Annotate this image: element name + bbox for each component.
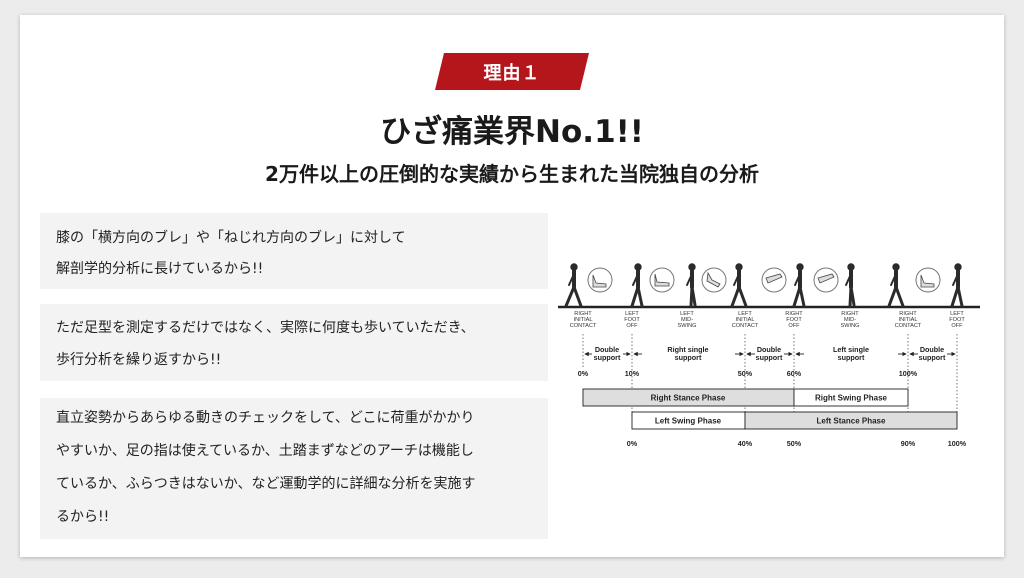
percent-label: 50% [738, 369, 753, 378]
event-label-line: LEFT [738, 311, 752, 317]
event-label-line: RIGHT [574, 311, 592, 317]
event-label-line: CONTACT [570, 323, 597, 329]
reason-box-2: ただ足型を測定するだけではなく、実際に何度も歩いていただき、 歩行分析を繰り返す… [40, 304, 548, 381]
event-label-line: CONTACT [895, 323, 922, 329]
support-label: Double [757, 345, 781, 354]
reason-line: 直立姿勢からあらゆる動きのチェックをして、どこに荷重がかかり [56, 410, 475, 426]
right-swing-bar [793, 388, 909, 407]
percent-label: 10% [625, 369, 640, 378]
foot-detail-icon [761, 267, 787, 293]
walker-figure-icon [730, 263, 748, 308]
right-stance-label: Right Stance Phase [651, 394, 726, 403]
support-label: support [756, 353, 783, 362]
support-label: support [838, 353, 865, 362]
page-title: ひざ痛業界No.1!! [380, 114, 644, 150]
percent-label: 100% [899, 369, 918, 378]
event-label-line: MID- [844, 317, 856, 323]
left-swing-label: Left Swing Phase [655, 417, 722, 426]
reason-line: ただ足型を測定するだけではなく、実際に何度も歩いていただき、 [56, 320, 475, 336]
event-label-line: FOOT [949, 317, 965, 323]
event-label-line: LEFT [625, 311, 639, 317]
reason-line: るから!! [56, 509, 110, 525]
percent-label: 0% [578, 369, 589, 378]
reason-line: 解剖学的分析に長けているから!! [56, 261, 264, 277]
gait-cycle-diagram: RIGHT INITIAL CONTACT LEFT FOOT OFF LEFT… [558, 263, 980, 448]
event-label-line: INITIAL [736, 317, 755, 323]
event-label-line: OFF [951, 323, 963, 329]
foot-detail-icon [813, 267, 839, 293]
event-label-line: OFF [788, 323, 800, 329]
support-label: Double [920, 345, 944, 354]
percent-label: 50% [787, 439, 802, 448]
reason-box-1: 膝の「横方向のブレ」や「ねじれ方向のブレ」に対して 解剖学的分析に長けているから… [40, 213, 548, 289]
support-label: support [919, 353, 946, 362]
percent-label: 100% [948, 439, 967, 448]
foot-detail-icon [915, 267, 941, 293]
event-label-line: CONTACT [732, 323, 759, 329]
event-label-line: RIGHT [841, 311, 859, 317]
reason-line: 歩行分析を繰り返すから!! [56, 352, 222, 368]
event-label-line: INITIAL [574, 317, 593, 323]
percent-label: 90% [901, 439, 916, 448]
support-label: Double [595, 345, 619, 354]
walker-figure-icon [950, 263, 964, 308]
event-label-line: MID- [681, 317, 693, 323]
support-label: Right single [667, 345, 708, 354]
event-label-line: RIGHT [785, 311, 803, 317]
right-swing-label: Right Swing Phase [815, 394, 888, 403]
event-label-line: SWING [841, 323, 860, 329]
event-label-line: FOOT [786, 317, 802, 323]
event-label-line: SWING [678, 323, 697, 329]
foot-detail-icon [701, 267, 727, 293]
percent-label: 60% [787, 369, 802, 378]
left-stance-label: Left Stance Phase [817, 417, 886, 426]
event-label-line: RIGHT [899, 311, 917, 317]
reason-box-3: 直立姿勢からあらゆる動きのチェックをして、どこに荷重がかかり やすいか、足の指は… [40, 398, 548, 539]
reason-line: やすいか、足の指は使えているか、土踏まずなどのアーチは機能し [56, 443, 474, 459]
walker-figure-icon [887, 263, 905, 308]
event-label-line: LEFT [680, 311, 694, 317]
left-stance-bar [744, 411, 958, 430]
page-subtitle: 2万件以上の圧倒的な実績から生まれた当院独自の分析 [265, 162, 759, 186]
event-label-line: LEFT [950, 311, 964, 317]
support-label: support [594, 353, 621, 362]
event-label-line: INITIAL [899, 317, 918, 323]
percent-label: 0% [627, 439, 638, 448]
percent-label: 40% [738, 439, 753, 448]
walker-figure-icon [630, 263, 644, 308]
reason-line: 膝の「横方向のブレ」や「ねじれ方向のブレ」に対して [56, 230, 406, 246]
walker-figure-icon [564, 263, 583, 308]
walker-figure-icon [686, 263, 697, 308]
foot-detail-icon [587, 267, 613, 293]
reason-line: ているか、ふらつきはないか、など運動学的に詳細な分析を実施す [56, 476, 476, 492]
support-label: support [675, 353, 702, 362]
support-label: Left single [833, 345, 869, 354]
walker-figure-icon [845, 263, 856, 308]
reason-badge: 理由１ [435, 53, 589, 90]
walker-figure-icon [792, 263, 806, 308]
foot-detail-icon [649, 267, 675, 293]
event-label-line: OFF [626, 323, 638, 329]
event-label-line: FOOT [624, 317, 640, 323]
